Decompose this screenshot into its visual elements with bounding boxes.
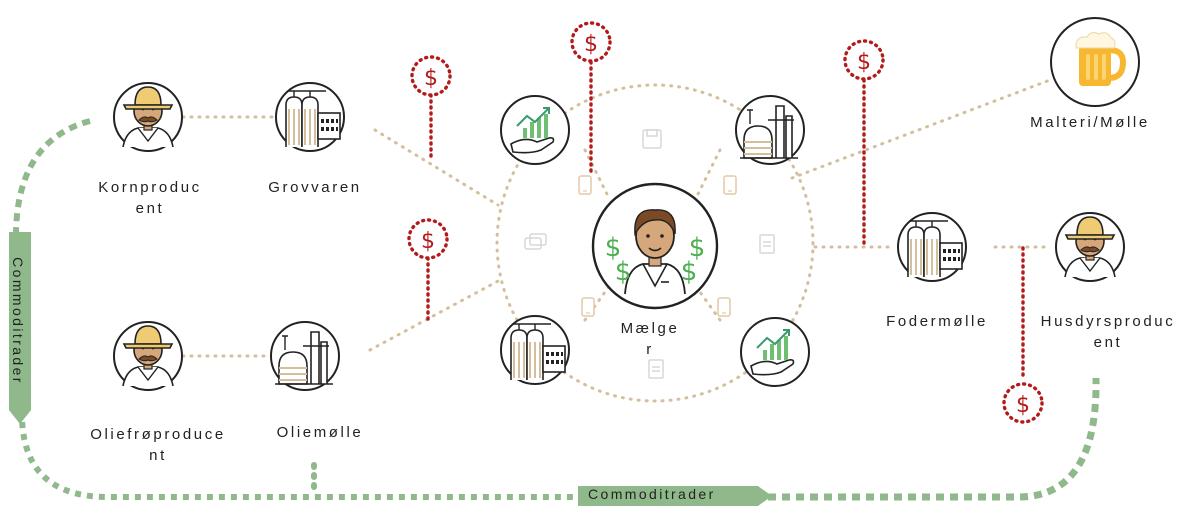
svg-text:$: $: [615, 257, 632, 287]
grain-silo-factory-icon: [897, 212, 967, 282]
money-circle: $: [407, 218, 449, 260]
svg-text:$: $: [605, 233, 622, 263]
phone-icon: [717, 297, 731, 317]
grain-silo-factory-icon: [275, 82, 345, 152]
flow-lines: [181, 78, 1052, 403]
svg-text:$: $: [584, 32, 598, 57]
svg-text:$: $: [681, 257, 698, 287]
phone-icon: [581, 297, 595, 317]
svg-text:$: $: [857, 50, 871, 75]
oil-refinery-icon: [735, 95, 805, 165]
vertical-commoditrader-label: Commoditrader: [10, 257, 26, 385]
clipboard-ghost-icon: [648, 359, 664, 379]
document-ghost-icon: [759, 234, 775, 254]
malteri-label: Malteri/Mølle: [1030, 114, 1150, 131]
farmer-icon: [1055, 212, 1125, 282]
svg-text:$: $: [1016, 393, 1030, 418]
growth-chart-hand-icon: [500, 95, 570, 165]
farmer-icon: [113, 82, 183, 152]
fodermolle-label: Fodermølle: [886, 313, 988, 330]
phone-icon: [578, 175, 592, 195]
chat-ghost-icon: [524, 233, 547, 250]
grain-silo-factory-icon: [500, 315, 570, 385]
horizontal-commoditrader-label: Commoditrader: [588, 486, 716, 502]
vertical-commoditrader-arrow: [9, 232, 31, 424]
svg-text:$: $: [421, 229, 435, 254]
horizontal-commoditrader-arrow: [578, 486, 772, 506]
money-circle: $: [1002, 382, 1044, 424]
beer-mug-icon: [1050, 17, 1140, 107]
oliemolle-label: Oliemølle: [276, 424, 364, 441]
money-circle: $: [570, 21, 612, 63]
oil-refinery-icon: [270, 321, 340, 391]
save-ghost-icon: [642, 129, 662, 149]
farmer-icon: [113, 321, 183, 391]
money-flow-lines: [426, 60, 1025, 382]
broker-icon: $ $ $ $: [591, 182, 719, 310]
svg-text:$: $: [689, 233, 706, 263]
money-circle: $: [843, 39, 885, 81]
commodity-trade-path: [13, 118, 1100, 501]
svg-text:$: $: [424, 66, 438, 91]
money-circle: $: [410, 55, 452, 97]
phone-icon: [723, 175, 737, 195]
grovvaren-label: Grovvaren: [268, 179, 362, 196]
growth-chart-hand-icon: [740, 317, 810, 387]
document-ghost-icons: [524, 129, 775, 379]
